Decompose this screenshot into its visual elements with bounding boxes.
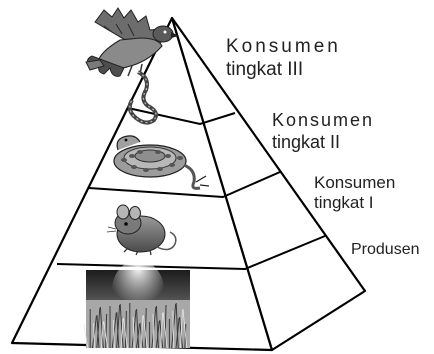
label-consumer-level-2: Konsumen tingkat II	[272, 110, 374, 153]
label-consumer-level-3: Konsumen tingkat III	[226, 36, 341, 82]
label-consumer-level-3-line1: Konsumen	[226, 36, 341, 59]
label-producer: Produsen	[351, 240, 420, 259]
label-consumer-level-2-line2: tingkat II	[272, 132, 374, 154]
label-consumer-level-1-line2: tingkat I	[314, 193, 395, 213]
label-consumer-level-1: Konsumen tingkat I	[314, 173, 395, 214]
grass-icon	[84, 260, 190, 348]
label-consumer-level-2-line1: Konsumen	[272, 110, 374, 132]
label-consumer-level-3-line2: tingkat III	[226, 59, 341, 82]
label-consumer-level-1-line1: Konsumen	[314, 173, 395, 193]
